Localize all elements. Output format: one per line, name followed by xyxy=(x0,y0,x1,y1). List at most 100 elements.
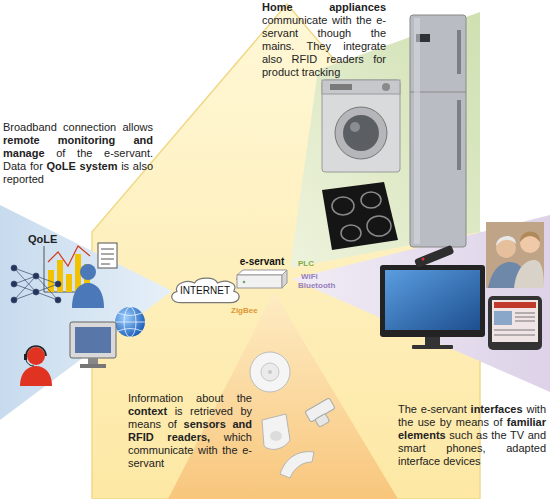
text-run: interfaces xyxy=(471,403,527,415)
device-box xyxy=(236,269,288,289)
text-run: of xyxy=(56,147,77,159)
operator-icon xyxy=(27,347,45,365)
motion-sensor xyxy=(262,414,290,449)
fridge xyxy=(410,15,466,247)
washing-machine xyxy=(335,107,387,159)
text-run: communicate xyxy=(262,14,332,26)
smart-phone xyxy=(494,335,535,336)
text-run: smart xyxy=(398,442,446,454)
text-run: RFID xyxy=(128,431,167,443)
text-run: monitoring xyxy=(58,134,134,146)
motion-sensor xyxy=(262,414,290,449)
text-run: e-servant xyxy=(421,403,471,415)
text-run: interface xyxy=(398,455,443,467)
neural-network xyxy=(11,265,17,271)
washing-machine xyxy=(322,80,400,172)
link-label: QoLE xyxy=(28,233,57,245)
couple-photo xyxy=(496,236,516,246)
smart-phone xyxy=(492,300,538,342)
couple-photo xyxy=(486,222,544,288)
text-run: and xyxy=(232,418,252,430)
neural-network xyxy=(55,297,61,303)
note-text: Home appliances communicate with the e-s… xyxy=(262,1,386,79)
text-run: by xyxy=(240,405,252,417)
bar-chart xyxy=(66,274,72,292)
link-label: ZigBee xyxy=(231,306,258,315)
document-icon xyxy=(98,243,117,268)
remote-wedge xyxy=(0,205,172,420)
text-run: The xyxy=(398,403,421,415)
text-run: readers, xyxy=(167,431,224,443)
link-label: PLC xyxy=(298,259,314,268)
neural-network xyxy=(55,281,61,287)
text-run: communicate xyxy=(128,444,198,456)
text-run: the xyxy=(491,429,510,441)
note-text: Information about the context is retriev… xyxy=(128,392,252,470)
link-label: WiFi xyxy=(301,272,318,281)
text-run: with xyxy=(198,444,222,456)
neural-network xyxy=(14,276,36,300)
television xyxy=(380,265,485,349)
text-run: also xyxy=(262,53,292,65)
internet-cloud: INTERNET xyxy=(168,276,242,305)
text-run: QoLE xyxy=(47,160,80,172)
neural-network xyxy=(36,292,58,300)
text-run: the xyxy=(77,147,104,159)
text-run: with xyxy=(526,403,546,415)
smart-phone xyxy=(494,302,536,308)
note-text: Broadband connection allows remote monit… xyxy=(3,121,153,186)
text-run: as xyxy=(476,429,491,441)
text-run: of xyxy=(493,416,507,428)
remote-control xyxy=(422,258,425,261)
text-run: allows xyxy=(122,121,153,133)
text-run: RFID xyxy=(292,53,327,65)
text-run: use xyxy=(418,416,440,428)
washing-machine xyxy=(322,80,400,94)
text-run: connection xyxy=(63,121,122,133)
globe-icon xyxy=(115,322,145,323)
neural-network xyxy=(36,276,58,300)
television xyxy=(412,345,453,349)
text-run: appliances xyxy=(329,1,386,13)
text-run: such xyxy=(449,429,476,441)
text-run: Information xyxy=(128,392,196,404)
smoke-detector xyxy=(250,352,290,392)
text-run: about xyxy=(196,392,237,404)
text-run: of xyxy=(168,418,184,430)
washing-machine xyxy=(343,115,379,151)
device-label: e-servant xyxy=(240,256,284,267)
cooking-hob xyxy=(322,182,398,250)
text-run: They xyxy=(306,40,343,52)
device-box xyxy=(282,270,287,288)
motion-sensor xyxy=(270,431,282,441)
fridge xyxy=(410,15,466,247)
text-run: means xyxy=(456,416,493,428)
smart-phone xyxy=(494,311,512,325)
text-run: manage xyxy=(3,147,56,159)
fridge xyxy=(457,100,461,170)
text-run: the xyxy=(371,27,386,39)
text-run: sensors xyxy=(184,418,233,430)
washing-machine xyxy=(382,83,390,91)
television xyxy=(385,270,480,330)
monitor-icon xyxy=(75,327,111,353)
text-run: retrieved xyxy=(190,405,240,417)
television xyxy=(380,265,485,337)
text-run: and xyxy=(528,429,546,441)
document-icon xyxy=(101,254,114,255)
text-run: with xyxy=(332,14,356,26)
smart-phone xyxy=(488,296,542,350)
sensor-wedge xyxy=(168,292,398,499)
user-icon xyxy=(80,264,96,280)
text-run: readers xyxy=(327,53,374,65)
device-box xyxy=(237,270,287,275)
cooking-hob xyxy=(341,225,361,241)
washing-machine xyxy=(330,84,352,90)
document-icon xyxy=(101,249,114,250)
washing-machine xyxy=(322,80,400,172)
monitor-icon xyxy=(80,364,106,368)
neural-network xyxy=(14,292,36,300)
door-sensor xyxy=(315,414,330,428)
text-run: for xyxy=(373,53,386,65)
